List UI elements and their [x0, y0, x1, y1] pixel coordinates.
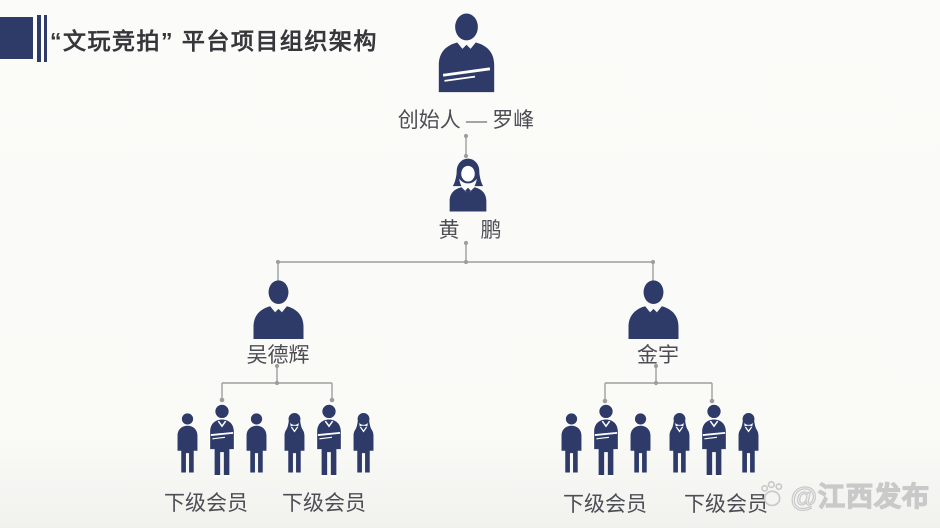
watermark-label: @江西发布	[790, 481, 930, 512]
people-group-icon	[668, 404, 760, 478]
member-group1-node	[174, 404, 270, 478]
member-group2-node	[281, 404, 377, 478]
leader1-label: 吴德辉	[246, 343, 310, 367]
people-group-icon	[283, 404, 375, 478]
businessman-icon	[243, 280, 314, 339]
paw-icon	[760, 480, 783, 506]
connector-leader2-groups	[604, 364, 713, 401]
connector-manager-leaders	[277, 241, 654, 281]
member-group4-label: 下级会员	[684, 492, 768, 516]
leader2-label: 金宇	[637, 343, 679, 367]
businesswoman-icon	[441, 156, 495, 213]
member-group2-label: 下级会员	[282, 491, 366, 515]
page-title: “文玩竞拍” 平台项目组织架构	[50, 28, 378, 54]
member-group4-node	[666, 404, 762, 478]
title-decoration-square	[0, 17, 33, 59]
member-group3-label: 下级会员	[563, 492, 647, 516]
founder-label: 创始人 — 罗峰	[397, 108, 535, 132]
people-group-icon	[177, 404, 267, 478]
businessman-crossed-arms-icon	[431, 12, 502, 93]
people-group-icon	[561, 404, 651, 478]
manager-node	[441, 156, 495, 213]
leader1-node	[243, 280, 314, 339]
connector-leader1-groups	[221, 364, 333, 400]
member-group3-node	[558, 404, 654, 478]
businessman-icon	[618, 280, 689, 339]
watermark: @江西发布	[758, 475, 930, 514]
member-group1-label: 下级会员	[164, 491, 248, 515]
leader2-node	[618, 280, 689, 339]
title-decoration-bar	[37, 15, 41, 62]
founder-node	[431, 12, 502, 93]
title-decoration-bar	[44, 15, 47, 62]
manager-label: 黄 鹏	[438, 218, 502, 242]
